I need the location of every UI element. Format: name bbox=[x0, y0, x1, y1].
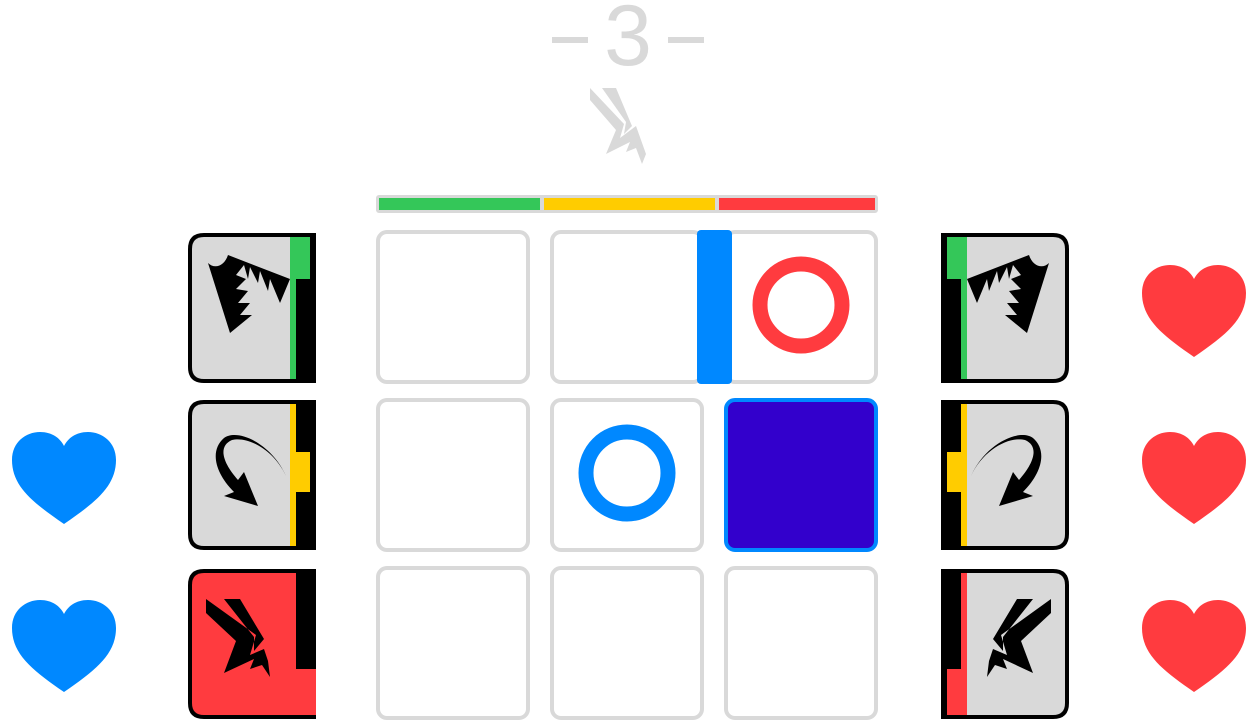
bite-icon bbox=[208, 255, 290, 333]
lightning-strike-icon bbox=[590, 88, 646, 164]
right-heart-icon bbox=[1142, 265, 1246, 357]
right-card-lightning-strike[interactable] bbox=[941, 569, 1069, 719]
left-card-lightning-strike[interactable] bbox=[188, 569, 316, 719]
left-heart-icon bbox=[12, 600, 116, 692]
board-cell[interactable] bbox=[550, 230, 704, 384]
board-cell[interactable] bbox=[376, 398, 530, 552]
blue-ring-piece bbox=[578, 424, 676, 522]
lightning-strike-icon bbox=[206, 599, 270, 677]
right-heart-icon bbox=[1142, 600, 1246, 692]
board-cell[interactable] bbox=[550, 566, 704, 720]
board-cell[interactable] bbox=[724, 230, 878, 384]
board-cell[interactable] bbox=[724, 566, 878, 720]
right-heart-icon bbox=[1142, 432, 1246, 524]
countdown-dash-left bbox=[552, 37, 588, 43]
left-card-curved-arrow[interactable] bbox=[188, 400, 316, 550]
lightning-strike-icon bbox=[987, 599, 1051, 677]
curved-arrow-icon bbox=[971, 435, 1042, 506]
timer-segment bbox=[718, 198, 875, 210]
bite-icon bbox=[967, 255, 1049, 333]
round-countdown: 3 bbox=[604, 0, 652, 84]
red-ring-piece bbox=[752, 256, 850, 354]
left-heart-icon bbox=[12, 432, 116, 524]
curved-arrow-icon bbox=[215, 435, 286, 506]
board-cell[interactable] bbox=[550, 398, 704, 552]
timer-segment bbox=[544, 198, 715, 210]
turn-timer-bar bbox=[376, 195, 878, 213]
right-card-bite[interactable] bbox=[941, 233, 1069, 383]
board-cell[interactable] bbox=[724, 398, 878, 552]
countdown-dash-right bbox=[668, 37, 704, 43]
move-indicator bbox=[697, 230, 732, 384]
board-cell[interactable] bbox=[376, 230, 530, 384]
left-card-bite[interactable] bbox=[188, 233, 316, 383]
board-cell[interactable] bbox=[376, 566, 530, 720]
right-card-curved-arrow[interactable] bbox=[941, 400, 1069, 550]
timer-segment bbox=[379, 198, 541, 210]
